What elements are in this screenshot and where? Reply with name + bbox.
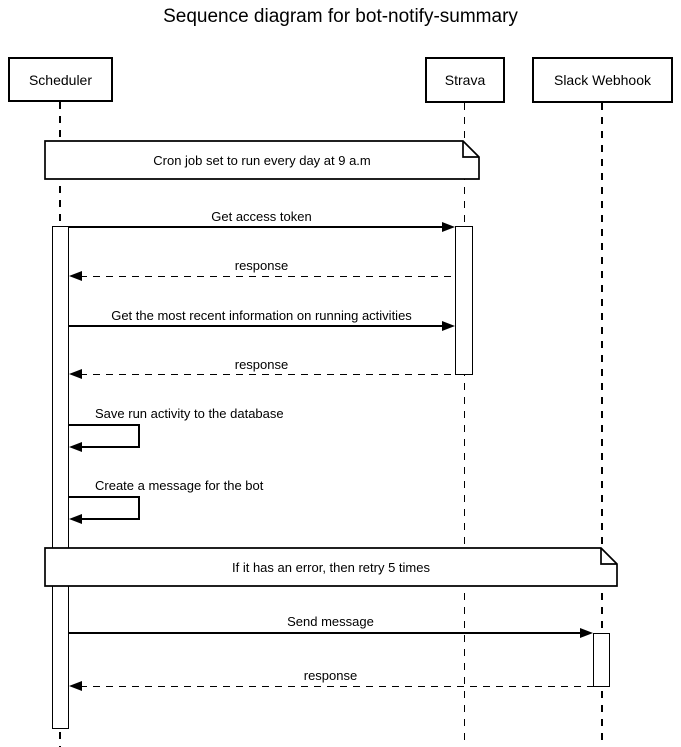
self-loop-bottom: [80, 446, 140, 448]
arrowhead-right: [442, 320, 455, 331]
participant-label-scheduler: Scheduler: [28, 71, 93, 88]
message-line-get-access-token: [68, 226, 444, 228]
arrowhead-left: [68, 369, 82, 379]
activation-bar-strava: [455, 226, 473, 375]
message-line-send-message: [68, 632, 582, 634]
participant-box-strava: Strava: [425, 57, 505, 103]
note-outline: [44, 140, 480, 180]
message-label-get-recent-info: Get the most recent information on runni…: [111, 308, 412, 323]
message-label-send-message: Send message: [287, 614, 374, 629]
activation-bar-slack-webhook: [593, 633, 610, 687]
self-loop-right: [138, 424, 140, 448]
message-line-response-1: [80, 275, 455, 278]
message-label-response-3: response: [303, 668, 358, 683]
arrowhead-right: [442, 221, 455, 232]
participant-box-slack-webhook: Slack Webhook: [532, 57, 673, 103]
lifeline-slack-webhook: [601, 103, 603, 747]
self-loop-right: [138, 496, 140, 520]
self-loop-top: [68, 424, 140, 426]
message-line-response-2: [80, 373, 455, 376]
arrowhead-right: [580, 627, 593, 638]
arrowhead-left: [68, 271, 82, 281]
self-loop-bottom: [80, 518, 140, 520]
activation-bar-scheduler: [51, 226, 69, 729]
message-line-get-recent-info: [68, 325, 444, 327]
message-line-response-3: [80, 685, 593, 688]
message-label-create-message: Create a message for the bot: [95, 478, 264, 493]
note-cron-job-text: Cron job set to run every day at 9 a.m: [153, 152, 371, 168]
note-outline: [44, 547, 618, 587]
participant-box-scheduler: Scheduler: [8, 57, 113, 102]
arrowhead-left: [68, 513, 82, 524]
diagram-title: Sequence diagram for bot-notify-summary: [163, 6, 518, 27]
note-retry-text: If it has an error, then retry 5 times: [232, 559, 430, 575]
self-loop-top: [68, 496, 140, 498]
participant-label-slack-webhook: Slack Webhook: [553, 72, 651, 88]
participant-label-strava: Strava: [444, 72, 486, 88]
message-label-response-1: response: [234, 258, 289, 273]
note-cron-job: Cron job set to run every day at 9 a.m: [44, 140, 480, 180]
arrowhead-left: [68, 441, 82, 452]
message-label-save-run-activity: Save run activity to the database: [95, 406, 284, 421]
message-label-get-access-token: Get access token: [211, 209, 312, 224]
lifeline-strava: [463, 103, 466, 747]
note-retry: If it has an error, then retry 5 times: [44, 547, 618, 587]
arrowhead-left: [68, 681, 82, 691]
message-label-response-2: response: [234, 356, 289, 372]
